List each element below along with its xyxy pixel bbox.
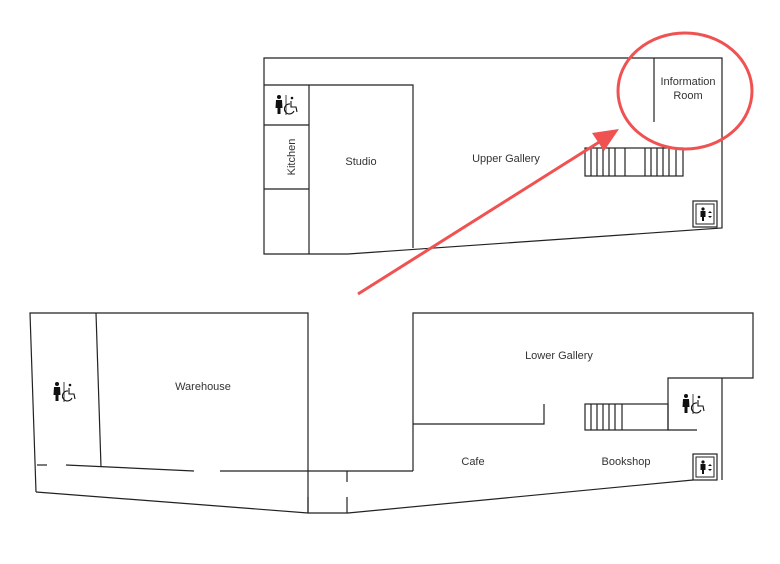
upper-stairs	[584, 147, 684, 177]
restroom-accessible-icon	[274, 94, 298, 116]
room-lower-gallery: Lower Gallery	[525, 350, 593, 362]
room-studio: Studio	[345, 156, 376, 168]
elevator-icon	[692, 453, 718, 481]
elevator-icon	[692, 200, 718, 228]
arrow-head-icon	[592, 129, 619, 151]
room-information-line2: Room	[673, 90, 702, 102]
room-bookshop: Bookshop	[602, 456, 651, 468]
room-cafe: Cafe	[461, 456, 484, 468]
room-information-line1: Information	[660, 76, 715, 88]
highlight-circle	[616, 31, 754, 151]
arrow-shaft	[357, 137, 605, 296]
annotation	[357, 31, 754, 296]
room-upper-gallery: Upper Gallery	[472, 153, 540, 165]
lower-stairs	[584, 403, 669, 431]
lower-floor: Warehouse Lower Gallery Cafe Bookshop	[29, 312, 754, 514]
upper-floor: Studio Kitchen Upper Gallery Information…	[263, 57, 723, 255]
restroom-accessible-icon	[52, 381, 76, 403]
room-kitchen: Kitchen	[286, 139, 298, 176]
restroom-accessible-icon	[681, 393, 705, 415]
room-warehouse: Warehouse	[175, 381, 231, 393]
